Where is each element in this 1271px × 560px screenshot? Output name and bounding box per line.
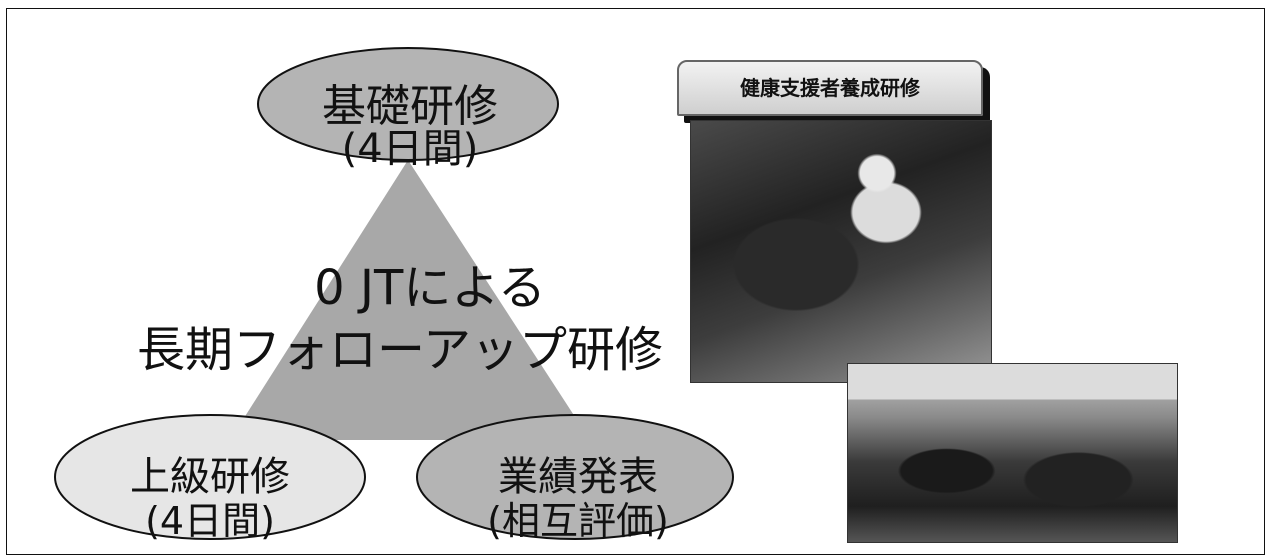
center-label-line1: 0 JTによる [314, 260, 546, 316]
top-node-subtitle: (4日間) [341, 126, 479, 172]
photo-caption: 健康支援者養成研修 [677, 60, 983, 116]
top-node-ellipse [257, 47, 559, 161]
training-triangle [230, 160, 590, 440]
center-label-line2: 長期フォローアップ研修 [136, 322, 664, 378]
training-photo-2 [847, 363, 1178, 543]
top-node-title: 基礎研修 [322, 81, 498, 132]
bottom-left-node-ellipse [54, 414, 366, 540]
bottom-left-node-subtitle: (4日間) [145, 499, 275, 543]
training-photo-1 [690, 120, 992, 383]
bottom-right-node-ellipse [416, 414, 734, 540]
bottom-right-node-title: 業績発表 [498, 454, 658, 500]
bottom-right-node-subtitle: (相互評価) [487, 499, 669, 543]
bottom-left-node-title: 上級研修 [130, 454, 290, 500]
